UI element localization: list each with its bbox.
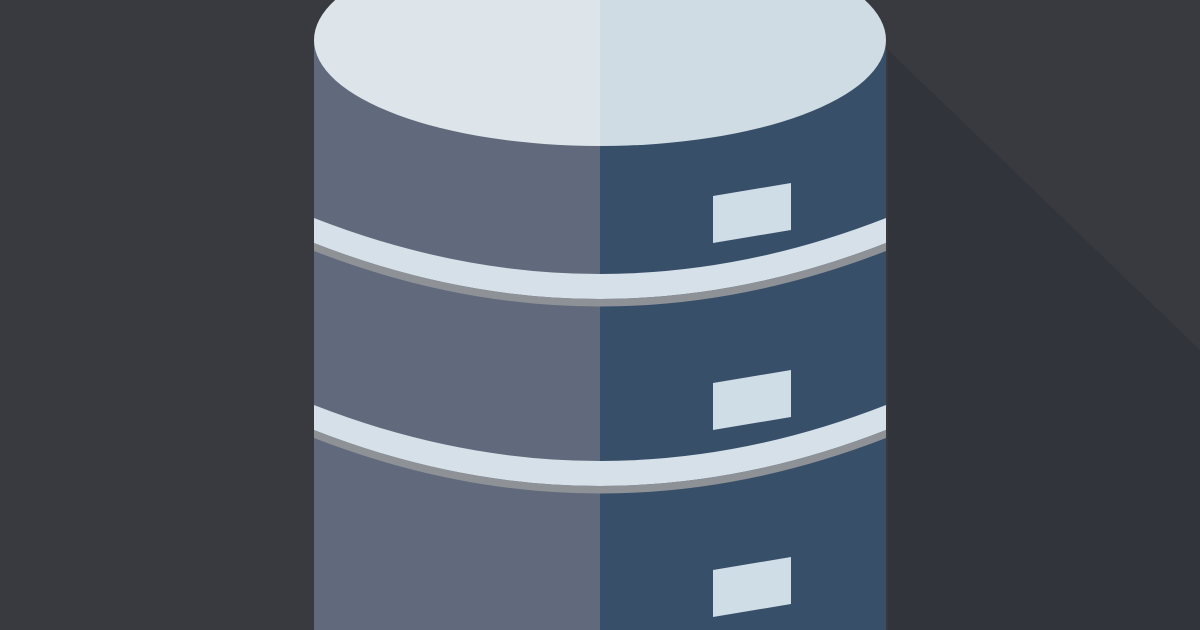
indicator-light-2 (713, 370, 791, 430)
long-shadow (888, 50, 1200, 630)
cylinder-top (314, 0, 886, 146)
separator-ring-2 (314, 405, 886, 494)
indicator-light-1 (713, 183, 791, 243)
indicator-light-3 (713, 557, 791, 617)
database-icon (314, 0, 886, 630)
separator-ring-1 (314, 218, 886, 307)
